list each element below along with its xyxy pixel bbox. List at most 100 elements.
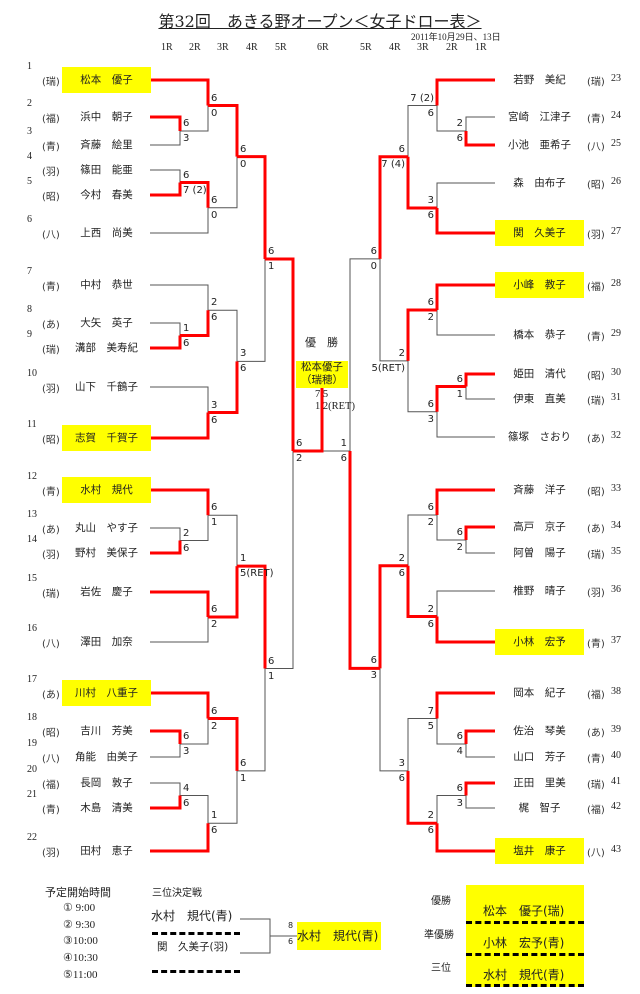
winner-path-line — [208, 104, 239, 157]
champion-club: （瑞穂） — [301, 374, 343, 386]
seed-number: 29 — [611, 328, 621, 339]
dashed-line — [152, 932, 240, 935]
bracket-line — [436, 795, 466, 824]
player-name: 斉藤 洋子 — [513, 484, 566, 496]
seed-number: 3 — [27, 126, 32, 137]
match-score-top: 6 — [211, 194, 218, 206]
match-score-top: 6 — [183, 118, 190, 129]
winner-path-line — [464, 781, 495, 796]
seed-number: 9 — [27, 329, 32, 340]
match-score-top: 2 — [398, 347, 405, 359]
bracket-line — [150, 527, 181, 541]
schedule-time-1: ① 9:00 — [63, 902, 96, 914]
seed-number: 11 — [27, 419, 37, 430]
seed-number: 14 — [27, 534, 37, 545]
seed-number: 40 — [611, 750, 621, 761]
player-name: 水村 規代 — [62, 477, 151, 503]
round-label-right-5r: 5R — [360, 42, 372, 53]
player-name: 木島 清美 — [80, 802, 133, 814]
player-name: 長岡 敦子 — [80, 777, 133, 789]
winner-path-line — [378, 564, 408, 669]
player-name: 篠塚 さおり — [508, 431, 571, 443]
player-club: (八) — [42, 639, 60, 650]
round-label-right-1r: 1R — [475, 42, 487, 53]
player-name: 今村 春美 — [80, 189, 133, 201]
bracket-line — [436, 182, 495, 208]
player-name: 関 久美子 — [495, 220, 584, 246]
bracket-line — [240, 918, 271, 954]
seed-number: 37 — [611, 635, 621, 646]
bracket-line — [379, 668, 408, 772]
third-place-score-b: 6 — [288, 937, 294, 946]
winner-path-line — [208, 566, 239, 619]
player-club: (瑞) — [42, 589, 60, 600]
match-score-bottom: 6 — [240, 363, 247, 375]
player-name: 上西 尚美 — [80, 227, 133, 239]
match-score-bottom: 3 — [183, 133, 190, 144]
match-score-bottom: 3 — [427, 413, 434, 425]
seed-number: 6 — [27, 214, 32, 225]
bracket-line — [150, 284, 209, 311]
seed-number: 5 — [27, 176, 32, 187]
seed-number: 33 — [611, 483, 621, 494]
result-champion: 松本 優子(瑞) — [483, 904, 565, 918]
player-name: 中村 恭世 — [80, 279, 133, 291]
match-score-bottom: 2 — [211, 619, 218, 630]
player-club: (昭) — [587, 180, 605, 191]
match-score-top: 6 — [240, 143, 247, 155]
winner-path-line — [150, 590, 210, 617]
player-name: 橋本 恭子 — [513, 329, 566, 341]
match-score-bottom: 5(RET) — [240, 568, 274, 580]
winner-path-line — [406, 565, 437, 618]
third-place-heading: 三位決定戦 — [152, 888, 202, 899]
round-label-left-5r: 5R — [275, 42, 287, 53]
seed-number: 2 — [27, 98, 32, 109]
result-third: 水村 規代(青) — [483, 968, 565, 982]
player-club: (瑞) — [587, 77, 605, 88]
player-club: (青) — [42, 805, 60, 816]
match-score-bottom: 2 — [427, 312, 434, 323]
winner-path-line — [150, 540, 182, 555]
player-club: (昭) — [42, 728, 60, 739]
seed-number: 35 — [611, 546, 621, 557]
bracket-line — [436, 718, 466, 745]
bracket-line — [407, 105, 437, 157]
winner-path-line — [406, 156, 437, 210]
winner-path-line — [150, 412, 210, 440]
match-score-bottom: 6 — [340, 453, 347, 464]
seed-number: 42 — [611, 801, 621, 812]
bracket-line — [465, 744, 495, 758]
seed-number: 28 — [611, 278, 621, 289]
player-club: (福) — [587, 282, 605, 293]
winner-path-line — [464, 372, 495, 387]
dashed-line — [466, 953, 584, 956]
match-score-top: 4 — [183, 782, 190, 794]
player-club: (昭) — [587, 487, 605, 498]
match-score-top: 6 — [370, 245, 377, 257]
player-name: 志賀 千賀子 — [62, 425, 151, 451]
bracket-line — [465, 116, 495, 131]
schedule-time-2: ② 9:30 — [63, 919, 96, 931]
bracket-line — [407, 514, 437, 566]
schedule-time-5: ⑤11:00 — [63, 969, 98, 981]
player-club: (瑞) — [42, 77, 60, 88]
match-score-bottom: 2 — [456, 542, 463, 553]
match-score-top: 6 — [427, 502, 434, 513]
player-name: 小林 宏予 — [495, 629, 584, 655]
dashed-line — [466, 921, 584, 924]
result-label-runner-up: 準優勝 — [424, 930, 454, 941]
player-name: 浜中 朝子 — [80, 111, 133, 123]
seed-number: 13 — [27, 509, 37, 520]
bracket-line — [465, 540, 495, 554]
bracket-line — [465, 386, 495, 400]
player-club: (あ) — [42, 525, 60, 536]
bracket-line — [436, 590, 495, 617]
match-score-bottom: 6 — [398, 567, 405, 579]
seed-number: 15 — [27, 573, 37, 584]
winner-path-line — [348, 451, 380, 670]
winner-path-line — [150, 115, 182, 131]
winner-path-line — [435, 385, 466, 412]
match-score-bottom: 6 — [183, 337, 190, 349]
match-score-bottom: 1 — [268, 670, 275, 682]
